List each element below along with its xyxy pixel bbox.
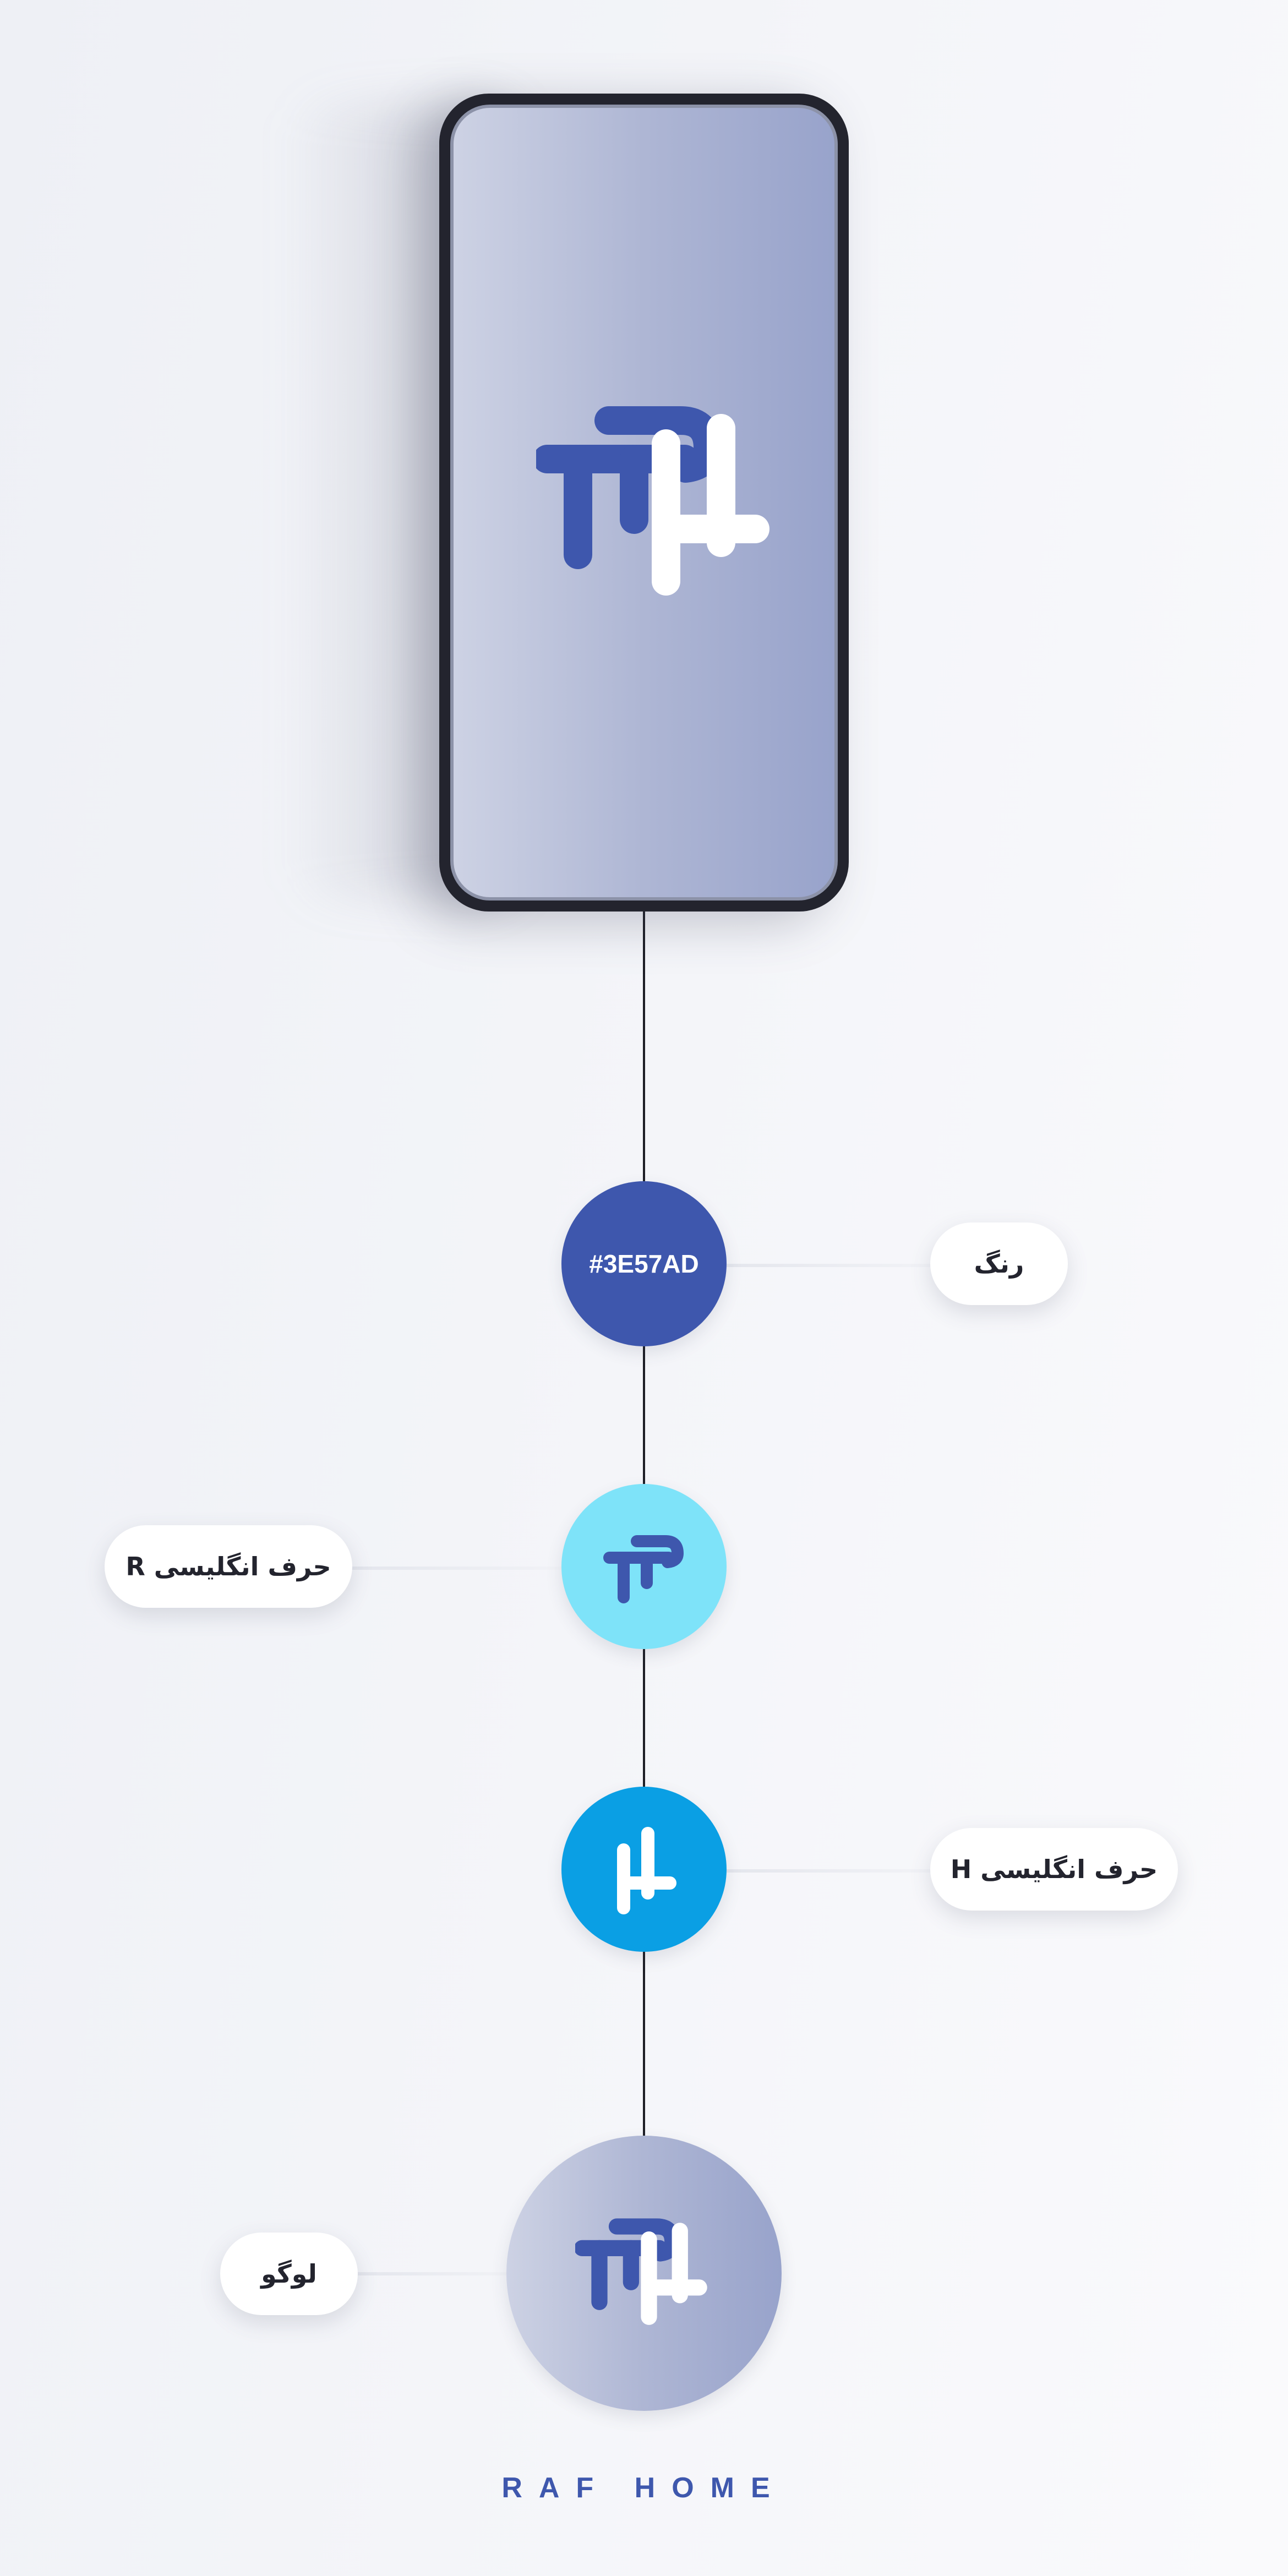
color-swatch-circle: #3E57AD	[561, 1181, 727, 1346]
letter-h-circle	[561, 1787, 727, 1952]
logo-caption: لوگو	[220, 2233, 358, 2315]
raf-home-logo-icon	[575, 2218, 707, 2325]
letter-r-circle	[561, 1484, 727, 1649]
letter-r-icon	[603, 1535, 684, 1603]
letter-h-icon	[617, 1827, 676, 1914]
color-caption-text: رنگ	[974, 1249, 1024, 1279]
letter-h-caption: حرف انگلیسی H	[930, 1828, 1178, 1911]
brand-name: RAF HOME	[501, 2472, 787, 2504]
logo-circle	[506, 2136, 782, 2411]
letter-h-connector	[710, 1869, 941, 1873]
phone-mockup	[439, 94, 849, 912]
raf-home-logo-icon	[536, 406, 769, 596]
letter-r-connector	[341, 1567, 572, 1570]
logo-connector	[347, 2272, 523, 2275]
color-caption: رنگ	[930, 1222, 1068, 1305]
phone-screen	[450, 105, 838, 900]
letter-h-caption-text: حرف انگلیسی H	[950, 1854, 1158, 1884]
logo-caption-text: لوگو	[261, 2259, 317, 2289]
color-hex-label: #3E57AD	[589, 1249, 699, 1278]
color-connector	[710, 1264, 941, 1267]
letter-r-caption: حرف انگلیسی R	[105, 1525, 352, 1608]
letter-r-caption-text: حرف انگلیسی R	[125, 1552, 331, 1581]
